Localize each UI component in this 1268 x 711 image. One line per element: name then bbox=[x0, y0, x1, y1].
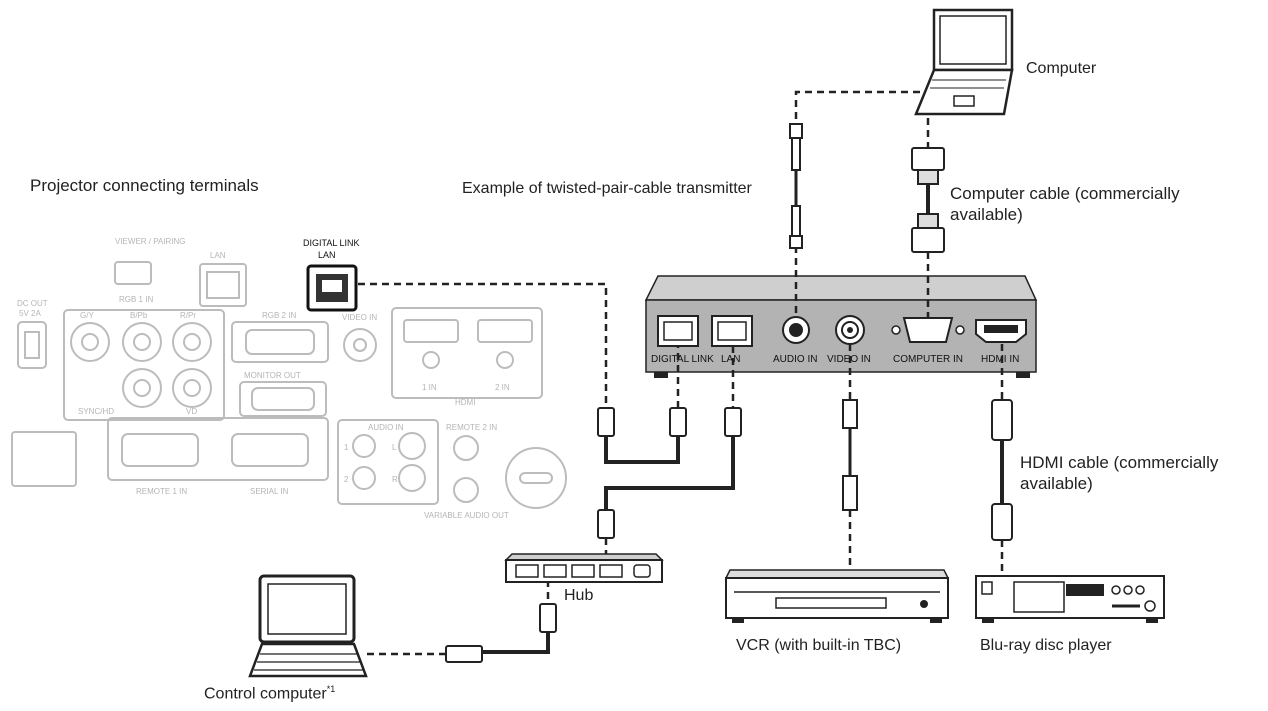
rj45-plug-icon bbox=[445, 645, 483, 663]
label-g-y: G/Y bbox=[80, 311, 94, 320]
hdmi-plug-icon bbox=[991, 399, 1013, 441]
label-hdmi-cable: HDMI cable (commercially available) bbox=[1020, 453, 1219, 493]
vcr-icon bbox=[724, 569, 950, 623]
rca-plug-icon bbox=[842, 399, 858, 429]
label-computer: Computer bbox=[1026, 60, 1097, 77]
label-bluray: Blu-ray disc player bbox=[980, 637, 1112, 654]
label-hdmi-1-in: 1 IN bbox=[422, 383, 437, 392]
label-b-pb: B/Pb bbox=[130, 311, 148, 320]
digital-link-port: DIGITAL LINK LAN bbox=[303, 238, 360, 312]
label-computer-cable: Computer cable (commercially available) bbox=[950, 184, 1180, 224]
laptop-icon bbox=[914, 8, 1014, 116]
label-hdmi-2-in: 2 IN bbox=[495, 383, 510, 392]
cable-digital-link-dashed bbox=[358, 282, 608, 408]
cable-laptop-audio-dashed bbox=[794, 90, 920, 136]
label-tx-audio-in: AUDIO IN bbox=[773, 354, 817, 365]
label-vd: VD bbox=[186, 407, 197, 416]
label-tx-hdmi-in: HDMI IN bbox=[981, 354, 1019, 365]
label-viewer-pairing: VIEWER / PAIRING bbox=[115, 237, 186, 246]
projector-terminal-panel bbox=[11, 261, 567, 509]
label-dc-out: DC OUT bbox=[17, 299, 48, 308]
rj45-plug-icon bbox=[669, 407, 687, 437]
vga-plug-icon bbox=[911, 227, 945, 253]
label-hdmi: HDMI bbox=[455, 398, 475, 407]
label-monitor-out: MONITOR OUT bbox=[244, 371, 301, 380]
cable-twisted-pair bbox=[604, 436, 680, 464]
rj45-plug-icon bbox=[724, 407, 742, 437]
label-digital-link-lan: LAN bbox=[318, 250, 336, 260]
label-remote1-in: REMOTE 1 IN bbox=[136, 487, 187, 496]
label-audio-l: L bbox=[392, 443, 397, 452]
label-digital-link: DIGITAL LINK bbox=[303, 238, 360, 248]
label-panel-lan: LAN bbox=[210, 251, 226, 260]
projector-panel-labels: VIEWER / PAIRING LAN RGB 1 IN DC OUT 5V … bbox=[17, 237, 510, 520]
label-audio-r: R bbox=[392, 475, 398, 484]
footnote-marker: *1 bbox=[326, 684, 336, 694]
label-audio-2: 2 bbox=[344, 475, 349, 484]
bluray-player-icon bbox=[975, 575, 1165, 623]
twisted-pair-transmitter: DIGITAL LINK LAN AUDIO IN VIDEO IN COMPU… bbox=[644, 275, 1038, 378]
label-tx-computer-in: COMPUTER IN bbox=[893, 354, 963, 365]
audio-plug-icon bbox=[789, 123, 803, 139]
label-control-computer-text: Control computer bbox=[204, 685, 327, 703]
label-sync-hd: SYNC/HD bbox=[78, 407, 114, 416]
label-rgb2-in: RGB 2 IN bbox=[262, 311, 296, 320]
cables bbox=[358, 90, 1004, 656]
audio-plug-icon bbox=[791, 137, 801, 171]
audio-plug-icon bbox=[791, 205, 801, 237]
label-audio-in: AUDIO IN bbox=[368, 423, 404, 432]
hub-device bbox=[504, 553, 664, 583]
label-variable-audio-out: VARIABLE AUDIO OUT bbox=[424, 511, 509, 520]
label-projector-terminals: Projector connecting terminals bbox=[30, 176, 259, 195]
hdmi-plug-icon bbox=[991, 503, 1013, 541]
label-tx-digital-link: DIGITAL LINK bbox=[651, 354, 714, 365]
cable-connectors bbox=[445, 123, 1013, 663]
rj45-plug-icon bbox=[539, 603, 557, 633]
rj45-plug-icon bbox=[597, 407, 615, 437]
control-computer-icon bbox=[248, 574, 368, 678]
cable-hub-control bbox=[482, 632, 550, 654]
label-hub: Hub bbox=[564, 587, 594, 604]
label-tx-lan: LAN bbox=[721, 354, 740, 365]
label-audio-1: 1 bbox=[344, 443, 349, 452]
vga-plug-icon bbox=[911, 147, 945, 171]
label-rgb1-in: RGB 1 IN bbox=[119, 295, 153, 304]
label-r-pr: R/Pr bbox=[180, 311, 196, 320]
rca-plug-icon bbox=[842, 475, 858, 511]
label-serial-in: SERIAL IN bbox=[250, 487, 289, 496]
label-transmitter: Example of twisted-pair-cable transmitte… bbox=[462, 180, 752, 197]
label-control-computer: Control computer*1 bbox=[204, 684, 335, 703]
label-vcr: VCR (with built-in TBC) bbox=[736, 637, 902, 654]
rj45-plug-icon bbox=[597, 509, 615, 539]
transmitter-computer-in-port bbox=[902, 317, 954, 343]
label-dc-out-rating: 5V 2A bbox=[19, 309, 41, 318]
label-remote2-in: REMOTE 2 IN bbox=[446, 423, 497, 432]
cable-lan-hub bbox=[604, 436, 735, 510]
label-video-in: VIDEO IN bbox=[342, 313, 377, 322]
